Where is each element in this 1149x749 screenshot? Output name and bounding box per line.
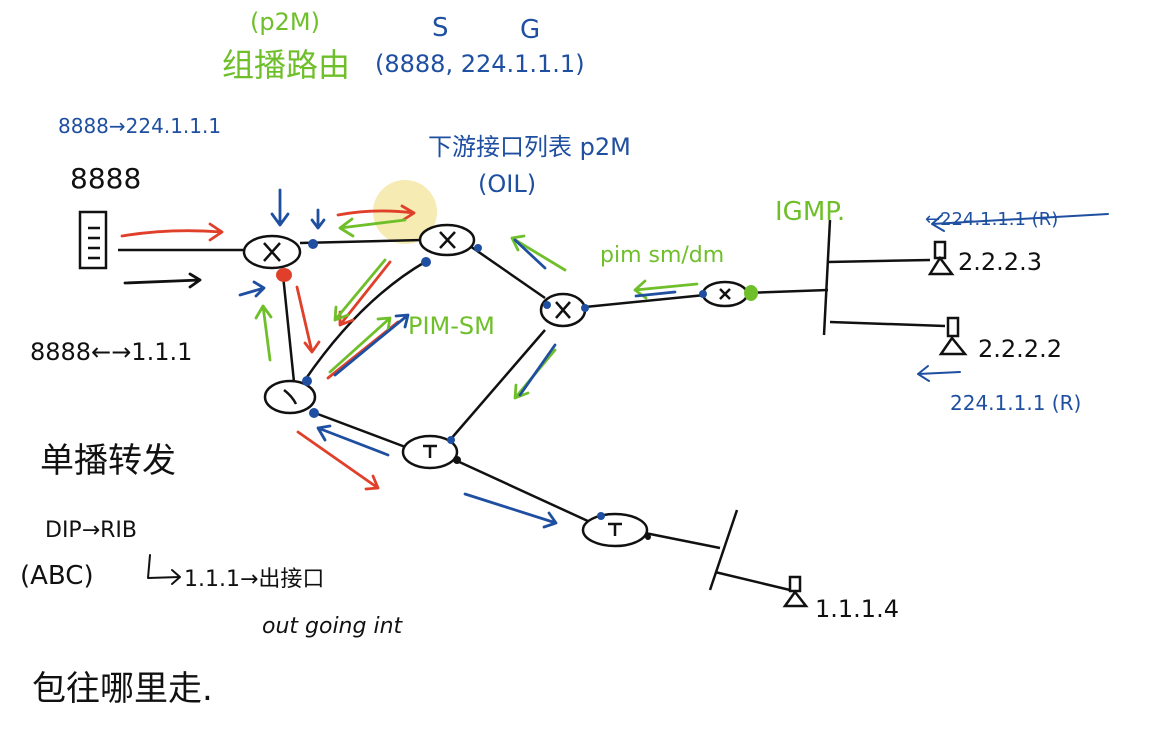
join-top-note: ←224.1.1.1 (R) — [925, 209, 1058, 230]
router-icon[interactable] — [263, 379, 317, 415]
router-icon[interactable] — [418, 223, 476, 257]
router-icon[interactable] — [401, 434, 459, 470]
links — [118, 238, 829, 550]
dip-rib-note: DIP→RIB — [45, 518, 137, 543]
link-r2-r4 — [469, 244, 546, 300]
oil-abbr: (OIL) — [478, 170, 536, 198]
lan-drop-host-bottom — [714, 570, 791, 592]
host-icon — [938, 316, 968, 356]
source-ip: 8888 — [70, 162, 141, 195]
link-r7-lan — [644, 531, 721, 550]
router-icon[interactable] — [242, 234, 302, 270]
router-icon[interactable] — [539, 292, 587, 328]
router-icon[interactable] — [581, 512, 649, 548]
lan-drop-host-top — [827, 258, 931, 264]
host-mid-ip: 2.2.2.2 — [978, 335, 1062, 363]
sg-tuple: (8888, 224.1.1.1) — [375, 50, 585, 78]
host-icon — [782, 575, 809, 608]
where-packet-goes: 包往哪里走. — [32, 669, 213, 709]
next-hop-note: 1.1.1→出接口 — [184, 567, 324, 592]
sg-g-label: G — [520, 15, 540, 45]
link-r1-r3 — [281, 274, 296, 383]
host-top-ip: 2.2.2.3 — [958, 248, 1042, 276]
lan-drop-host-mid — [829, 320, 946, 328]
link-r3-r5 — [314, 411, 409, 450]
lan-segments — [708, 219, 946, 592]
interface-dots — [276, 239, 758, 540]
link-r3-r2 — [303, 260, 426, 381]
server-icon — [78, 210, 108, 270]
router-icon[interactable] — [701, 280, 749, 308]
multicast-routing-label: 组播路由 — [222, 46, 350, 84]
join-bottom-note: 224.1.1.1 (R) — [950, 391, 1081, 415]
sg-s-label: S — [432, 13, 449, 43]
link-r6-lan — [744, 288, 829, 295]
host-icon — [927, 240, 955, 276]
flow-arrows — [120, 188, 1109, 585]
unicast-forwarding: 单播转发 — [40, 441, 176, 481]
link-r1-r2 — [299, 238, 423, 245]
link-r4-r6 — [584, 293, 706, 309]
outgoing-interface-note: out going int — [262, 614, 404, 639]
lan-bus-right — [822, 219, 832, 336]
lan-bus-bottom — [708, 509, 739, 591]
abc-note: (ABC) — [20, 561, 94, 591]
oil-label: 下游接口列表 p2M — [428, 133, 631, 161]
link-r5-r7 — [454, 458, 591, 524]
pim-sm-dm-label: pim sm/dm — [600, 243, 724, 268]
source-flow-note: 8888→224.1.1.1 — [58, 114, 221, 138]
link-r4-r5 — [449, 329, 546, 441]
p2m-tag: (p2M) — [250, 8, 320, 36]
igmp-label: IGMP. — [775, 197, 845, 227]
unicast-pair: 8888←→1.1.1 — [30, 338, 192, 366]
host-bottom-ip: 1.1.1.4 — [815, 595, 899, 623]
pim-sm-label: PIM-SM — [408, 312, 495, 340]
